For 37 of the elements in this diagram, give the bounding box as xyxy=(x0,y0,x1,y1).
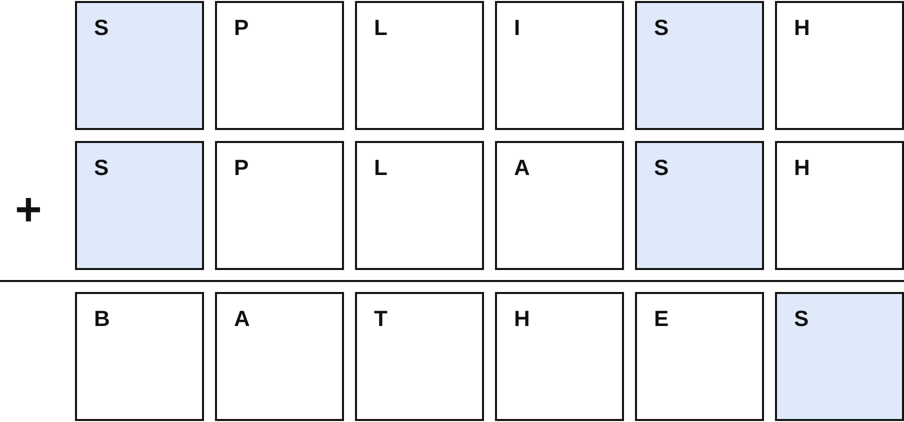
letter-tile xyxy=(775,292,904,421)
letter-tile xyxy=(75,1,204,130)
tile-letter: H xyxy=(514,308,530,330)
letter-tile xyxy=(495,1,624,130)
tile-letter: T xyxy=(374,308,388,330)
letter-tile xyxy=(75,141,204,270)
letter-tile xyxy=(355,1,484,130)
tile-letter: H xyxy=(794,17,810,39)
operator-sign: + xyxy=(15,186,42,232)
tile-letter: P xyxy=(234,17,249,39)
tile-letter: S xyxy=(794,308,809,330)
letter-tile xyxy=(495,292,624,421)
tile-letter: E xyxy=(654,308,669,330)
tile-letter: P xyxy=(234,157,249,179)
letter-tile xyxy=(775,1,904,130)
tile-letter: L xyxy=(374,17,388,39)
letter-tile xyxy=(775,141,904,270)
letter-tile xyxy=(635,1,764,130)
tile-letter: H xyxy=(794,157,810,179)
letter-tile xyxy=(635,141,764,270)
letter-tile xyxy=(635,292,764,421)
tile-letter: S xyxy=(654,17,669,39)
letter-tile xyxy=(355,141,484,270)
letter-tile xyxy=(495,141,624,270)
tile-letter: S xyxy=(94,17,109,39)
tile-letter: I xyxy=(514,17,520,39)
letter-tile xyxy=(215,141,344,270)
tile-letter: B xyxy=(94,308,110,330)
tile-letter: S xyxy=(654,157,669,179)
tile-letter: L xyxy=(374,157,388,179)
tile-letter: A xyxy=(514,157,530,179)
letter-tile xyxy=(215,1,344,130)
tile-letter: S xyxy=(94,157,109,179)
tile-letter: A xyxy=(234,308,250,330)
letter-tile xyxy=(75,292,204,421)
letter-tile xyxy=(215,292,344,421)
letter-tile xyxy=(355,292,484,421)
